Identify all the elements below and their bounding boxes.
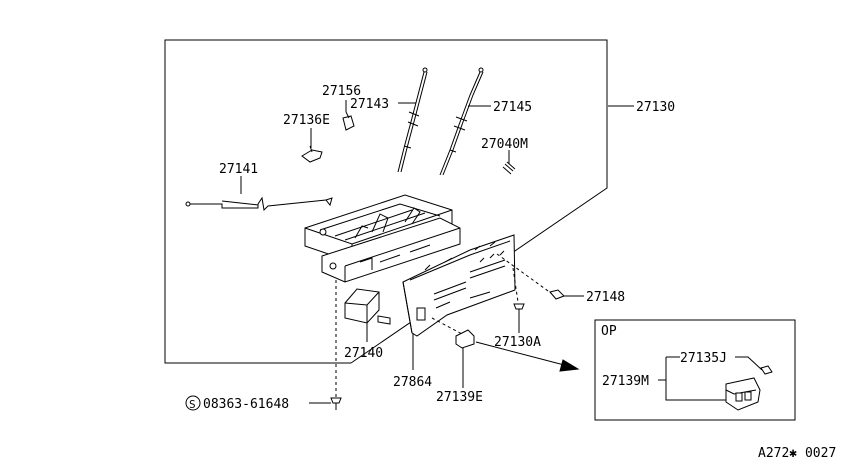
bulb-27040M [502, 161, 516, 175]
cable-27145 [439, 67, 484, 176]
leader-27139M [658, 356, 726, 401]
diagram-code: A272✱ 0027 [758, 446, 836, 461]
heater-control-body [304, 194, 461, 283]
label-27139E: 27139E [436, 390, 483, 405]
leader-27135J [735, 356, 763, 371]
label-27141: 27141 [219, 162, 258, 177]
label-27145: 27145 [493, 100, 532, 115]
s-mark-circle [185, 395, 201, 411]
label-27130A: 27130A [494, 335, 541, 350]
label-27140: 27140 [344, 346, 383, 361]
bracket-27140 [344, 288, 391, 325]
option-title: OP [601, 324, 617, 339]
main-frame [164, 39, 608, 364]
arrow-head [559, 359, 580, 372]
label-27135J: 27135J [680, 351, 727, 366]
screw-27130A [513, 303, 525, 322]
label-27156: 27156 [322, 84, 361, 99]
lamp-27148 [549, 289, 565, 300]
arrow-to-option [475, 341, 569, 367]
clip-27136E [301, 145, 323, 163]
label-08363-61648: 08363-61648 [203, 397, 289, 412]
cable-27141 [185, 196, 333, 212]
label-27864: 27864 [393, 375, 432, 390]
bulb-27135J [760, 365, 773, 375]
label-27139M: 27139M [602, 374, 649, 389]
cable-27143 [397, 67, 428, 173]
label-27136E: 27136E [283, 113, 330, 128]
knob-27139E [455, 329, 475, 349]
label-27130: 27130 [636, 100, 675, 115]
label-27040M: 27040M [481, 137, 528, 152]
label-27143: 27143 [350, 97, 389, 112]
clip-27156 [342, 111, 355, 131]
option-frame [594, 319, 796, 421]
s-mark-letter: S [189, 398, 196, 411]
label-27148: 27148 [586, 290, 625, 305]
switch-27139M [725, 377, 761, 411]
screw-08363 [330, 397, 342, 410]
